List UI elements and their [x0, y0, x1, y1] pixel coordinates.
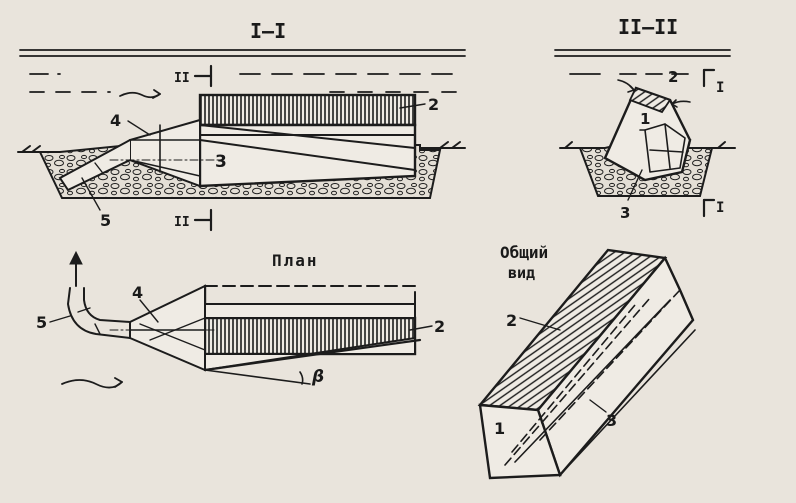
label-3-section-2: 3: [620, 204, 630, 222]
plan-view: План β 2 4: [36, 250, 445, 389]
label-1-section-2: 1: [640, 110, 650, 128]
label-3-general: 3: [606, 411, 617, 430]
cut-label-top-1: II: [174, 71, 190, 86]
section-1-view: II II 2 3 4 5 I–I: [17, 19, 466, 232]
label-1-general: 1: [494, 419, 505, 438]
label-3-section-1: 3: [215, 152, 227, 172]
box-top-hatch-2: [628, 86, 672, 114]
cut-mark-bottom-2: [702, 198, 716, 218]
label-5-section-1: 5: [100, 211, 111, 230]
intake-box-top-1: [198, 93, 417, 127]
box-section-inner-2: [639, 123, 686, 173]
label-2-plan: 2: [434, 317, 445, 336]
pipe-1: [58, 139, 131, 192]
label-2-general: 2: [506, 311, 517, 330]
section-2-title: II–II: [618, 15, 678, 39]
label-2-section-1: 2: [428, 95, 439, 114]
cut-label-top-2: I: [716, 80, 724, 96]
water-surface-2: [554, 49, 731, 75]
general-view-title-2: вид: [508, 264, 535, 282]
label-5-plan: 5: [36, 313, 47, 332]
flow-arrowhead-1: [152, 89, 161, 99]
cone-inner-lines-1: [129, 124, 201, 177]
plan-angle-label: β: [311, 367, 324, 387]
label-4-section-1: 4: [110, 111, 121, 130]
general-view-title-1: Общий: [500, 243, 548, 262]
section-2-view: I I 1 2 3 II–II: [554, 15, 736, 222]
general-edges: [514, 299, 696, 476]
cut-label-bottom-1: II: [174, 215, 190, 230]
cut-mark-top-2: [702, 68, 716, 88]
label-4-plan: 4: [132, 283, 143, 302]
general-view: Общий вид 2 3 1: [477, 243, 696, 480]
cut-mark-bottom-1: [193, 208, 213, 232]
water-surface-1: [19, 49, 466, 93]
plan-title: План: [272, 251, 319, 270]
label-2-section-2: 2: [668, 68, 678, 86]
cut-mark-top-1: [193, 64, 213, 88]
section-1-title: I–I: [250, 19, 286, 43]
cut-label-bottom-2: I: [716, 200, 724, 216]
box-inner-lines-1: [199, 124, 416, 171]
